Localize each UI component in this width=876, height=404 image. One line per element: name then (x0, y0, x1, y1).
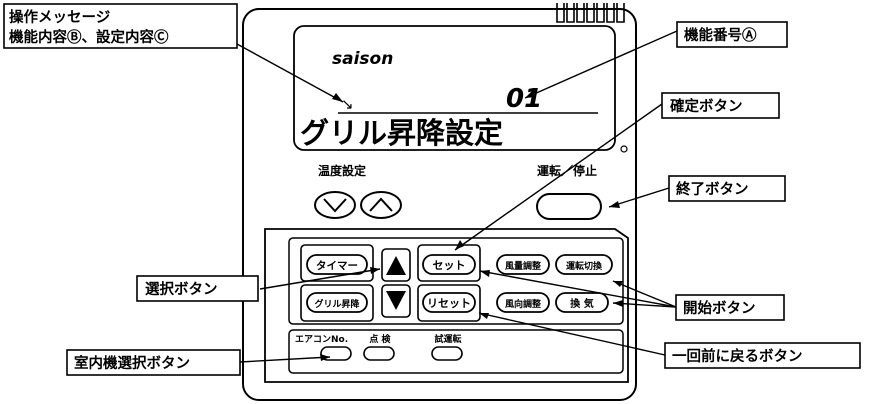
display-setting-text: グリル昇降設定 (300, 116, 503, 150)
callout-operation-message-line2: 機能内容Ⓑ、設定内容Ⓒ (9, 28, 169, 46)
inspection-button[interactable] (363, 346, 395, 361)
callout-previous-button: 一回前に戻るボタン (664, 342, 861, 369)
lcd-display (293, 25, 616, 151)
set-button[interactable]: セット (417, 244, 481, 282)
timer-button[interactable]: タイマー (300, 244, 374, 282)
leader-arrowheads (320, 90, 623, 361)
select-up-button[interactable] (381, 248, 411, 282)
callout-select-button: 選択ボタン (136, 275, 259, 302)
callout-function-number-label: 機能番号Ⓐ (684, 26, 757, 44)
test-run-label: 試運転 (434, 333, 461, 345)
select-down-button[interactable] (381, 284, 411, 318)
callout-indoor-select-button-label: 室内機選択ボタン (74, 354, 190, 372)
grill-lift-button-label: グリル昇降 (314, 298, 360, 310)
display-arrow: ↘ (341, 95, 354, 113)
mode-switch-button-label: 運転切換 (566, 260, 603, 272)
fan-speed-button[interactable]: 風量調整 (496, 254, 550, 275)
vent-slits (556, 3, 625, 23)
brand-logo: saison (332, 49, 393, 69)
inspection-label: 点 検 (369, 333, 391, 345)
callout-confirm-button: 確定ボタン (661, 92, 780, 119)
callout-select-button-label: 選択ボタン (145, 280, 218, 298)
callout-start-button: 開始ボタン (675, 294, 785, 321)
callout-indoor-select-button: 室内機選択ボタン (66, 349, 241, 376)
temp-setting-label: 温度設定 (318, 163, 366, 178)
aircon-no-label: エアコンNo. (295, 334, 348, 345)
mode-switch-button[interactable]: 運転切換 (555, 254, 613, 275)
reset-button[interactable]: リセット (417, 284, 481, 322)
indicator-lamp (620, 145, 628, 153)
callout-end-button-label: 終了ボタン (676, 180, 749, 198)
leader-lines (236, 30, 678, 363)
callout-end-button: 終了ボタン (668, 175, 786, 202)
grill-lift-button[interactable]: グリル昇降 (300, 284, 374, 322)
callout-operation-message: 操作メッセージ 機能内容Ⓑ、設定内容Ⓒ (3, 3, 238, 49)
ventilation-button[interactable]: 換 気 (555, 292, 609, 313)
chevron-up-icon (369, 197, 393, 212)
run-stop-button[interactable] (536, 193, 602, 220)
ventilation-button-label: 換 気 (570, 297, 593, 310)
test-run-button[interactable] (431, 346, 463, 361)
chevron-down-icon (323, 198, 347, 213)
callout-function-number: 機能番号Ⓐ (676, 21, 788, 48)
callout-previous-button-label: 一回前に戻るボタン (672, 347, 803, 365)
air-direction-button[interactable]: 風向調整 (496, 292, 550, 313)
fan-speed-button-label: 風量調整 (505, 260, 541, 272)
callout-confirm-button-label: 確定ボタン (670, 97, 743, 115)
air-direction-button-label: 風向調整 (505, 298, 541, 310)
reset-button-label: リセット (427, 297, 471, 310)
temp-down-button[interactable] (314, 191, 356, 219)
timer-button-label: タイマー (316, 260, 358, 272)
temp-up-button[interactable] (360, 191, 402, 219)
triangle-up-icon (386, 256, 406, 275)
set-button-label: セット (433, 259, 466, 272)
callout-start-button-label: 開始ボタン (683, 299, 756, 317)
callout-operation-message-line1: 操作メッセージ (9, 8, 111, 26)
display-function-number: 01 (506, 84, 542, 114)
triangle-down-icon (386, 291, 406, 310)
